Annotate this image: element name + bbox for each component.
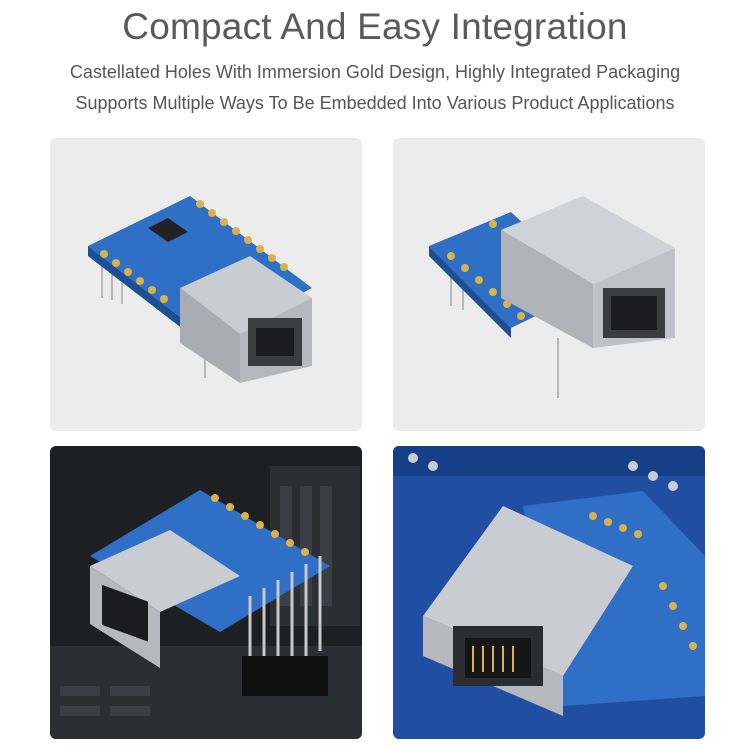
- subtitle-line-1: Castellated Holes With Immersion Gold De…: [69, 62, 681, 82]
- page-title: Compact And Easy Integration: [122, 6, 628, 47]
- module-embedded-blue-board-photo: [393, 446, 705, 739]
- module-side-view-photo: [393, 138, 705, 431]
- module-top-view-photo: [50, 138, 362, 431]
- subtitle-line-2: Supports Multiple Ways To Be Embedded In…: [75, 93, 675, 113]
- module-on-dark-board-photo: [50, 446, 362, 739]
